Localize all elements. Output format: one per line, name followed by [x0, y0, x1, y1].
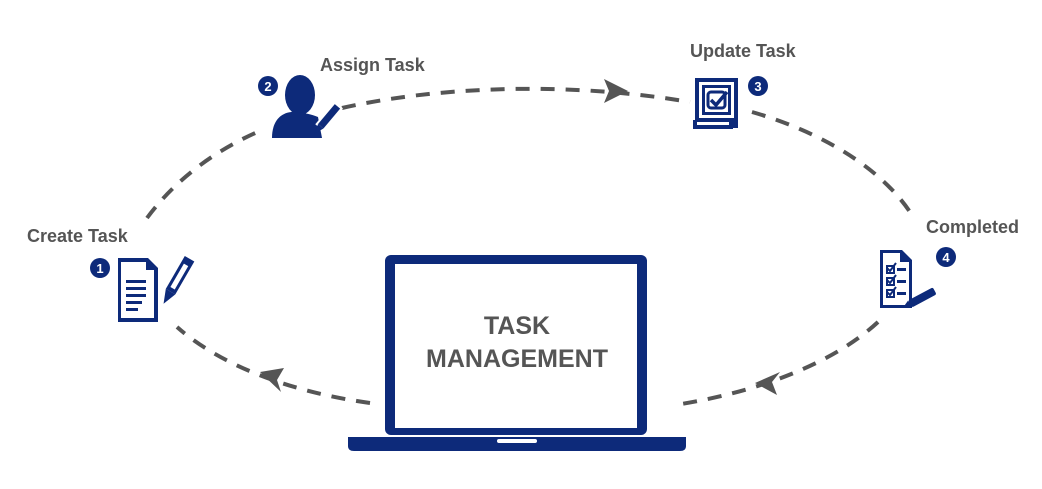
step-3-badge: 3 [748, 76, 768, 96]
laptop-icon [348, 255, 686, 451]
connector-completed-to-laptop [674, 320, 880, 407]
assign-task-label: Assign Task [320, 55, 425, 75]
task-management-title: TASK MANAGEMENT [395, 310, 639, 376]
step-4-number: 4 [942, 250, 950, 265]
connector-create-to-assign [145, 128, 263, 220]
arrowhead-top [604, 79, 628, 103]
title-line-2: MANAGEMENT [426, 345, 608, 373]
connector-update-to-completed [751, 110, 914, 217]
connector-assign-to-update [341, 86, 691, 110]
step-4-badge: 4 [936, 247, 956, 267]
assign-task-icon [272, 75, 343, 138]
title-line-1: TASK [483, 312, 551, 340]
create-task-label: Create Task [27, 226, 128, 246]
update-task-icon [693, 78, 738, 129]
arrowhead-bottom-right [755, 372, 780, 395]
step-2-number: 2 [264, 79, 271, 94]
cycle-connectors [145, 86, 914, 407]
create-task-icon [118, 256, 195, 322]
completed-label: Completed [926, 217, 1020, 237]
update-task-label: Update Task [690, 41, 796, 61]
step-1-badge: 1 [90, 258, 110, 278]
connector-laptop-to-create [175, 325, 371, 405]
step-1-number: 1 [96, 261, 103, 276]
step-2-badge: 2 [258, 76, 278, 96]
completed-icon [880, 250, 936, 308]
step-3-number: 3 [754, 79, 761, 94]
arrowhead-bottom-left [260, 368, 284, 392]
cycle-arrowheads [260, 79, 780, 395]
